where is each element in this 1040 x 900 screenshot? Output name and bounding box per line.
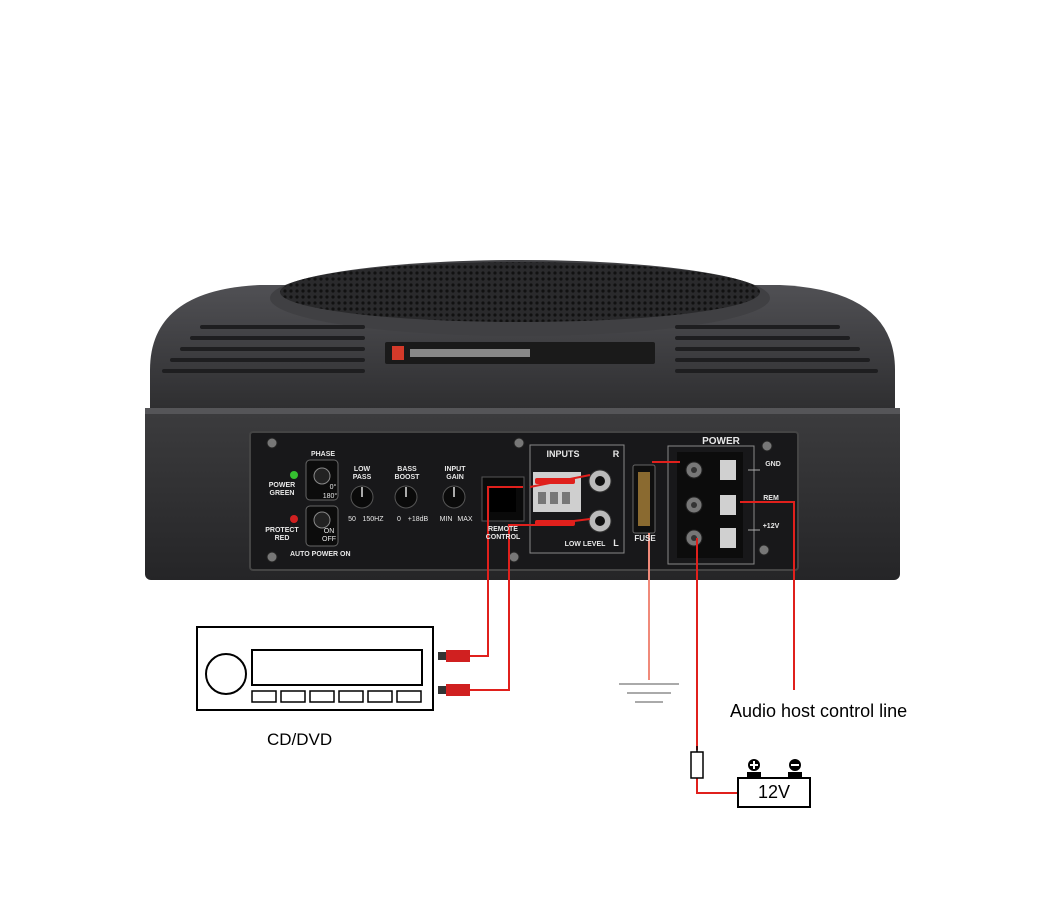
rca-cables [535,478,575,526]
inputs-label: INPUTS [546,449,580,459]
battery-voltage-label: 12V [757,782,791,802]
power-terminal-box [667,445,755,565]
phase-180-label: 180° [322,493,338,500]
inputs-r-label: R [612,449,620,459]
low-pass-label: LOW PASS [352,466,372,481]
panel-screws [266,437,773,563]
vents-left [162,325,365,373]
low-pass-max-label: 150HZ [362,516,384,523]
on-off-label: ON OFF [322,528,336,543]
cd-dvd-caption: CD/DVD [267,730,333,749]
low-pass-min-label: 50 [348,516,356,523]
volume-knob-icon [205,653,247,695]
display-icon [251,649,423,686]
bass-boost-label: BASS BOOST [394,466,420,481]
preset-buttons-icon [251,690,422,703]
remote-control-label: REMOTE CONTROL [485,526,521,541]
fuse-icon [638,472,650,526]
protect-red-label: PROTECT RED [265,527,299,542]
plus12v-label: +12V [762,523,780,530]
low-level-label: LOW LEVEL [564,541,606,548]
inline-fuse-icon [690,751,704,779]
power-led-icon [290,471,298,479]
control-panel [249,431,799,571]
cd-dvd-head-unit [196,626,470,711]
bass-boost-min-label: 0 [397,516,401,523]
bass-boost-max-label: +18dB [407,516,429,523]
phase-label: PHASE [310,451,336,458]
fuse-label: FUSE [634,534,656,543]
rem-label: REM [763,495,779,502]
inputs-box [529,444,625,554]
vents-right [675,325,878,373]
ground-symbol-icon [619,683,679,703]
protect-led-icon [290,515,298,523]
control-line-caption: Audio host control line [730,701,908,721]
phase-0-label: 0° [329,484,337,491]
inputs-l-label: L [613,538,619,548]
input-gain-min-label: MIN [439,516,453,523]
gnd-label: GND [765,461,781,468]
input-gain-label: INPUT GAIN [444,466,466,481]
auto-power-on-label: AUTO POWER ON [290,551,351,558]
power-label: POWER [702,436,740,447]
input-gain-max-label: MAX [457,516,473,523]
speaker-grille [280,262,760,322]
battery-icon [737,759,811,808]
power-green-label: POWER GREEN [268,482,296,497]
rca-plug-icons [438,650,470,696]
